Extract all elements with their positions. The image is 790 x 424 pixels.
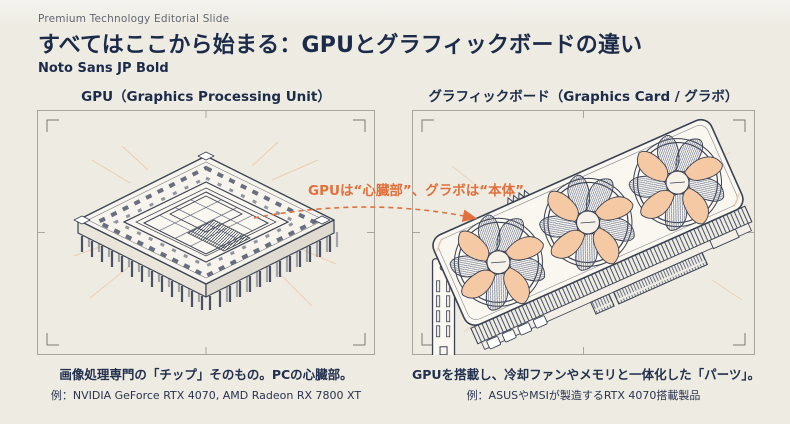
panel-graphics-board-heading: グラフィックボード（Graphics Card / グラボ） (428, 89, 739, 105)
pcie-connector (589, 228, 740, 315)
panel-gpu-example: 例：NVIDIA GeForce RTX 4070, AMD Radeon RX… (50, 389, 362, 402)
chip-pins (80, 232, 339, 310)
gpu-chip-illustration (37, 110, 375, 355)
panel-gpu-heading: GPU（Graphics Processing Unit） (81, 89, 331, 105)
panel-graphics-board-example: 例：ASUSやMSIが製造するRTX 4070搭載製品 (466, 389, 701, 402)
shroud-sawtooth (507, 189, 530, 205)
graphics-card-illustration (412, 110, 755, 355)
eyebrow-text: Premium Technology Editorial Slide (38, 13, 230, 25)
peach-radiating-lines (73, 141, 337, 307)
panel-gpu-stage (37, 110, 375, 355)
display-ports (486, 315, 548, 350)
panel-frame (37, 110, 375, 355)
page-title: すべてはここから始まる：GPUとグラフィックボードの違い (38, 33, 643, 58)
font-note: Noto Sans JP Bold (38, 61, 169, 76)
panel-graphics-board: グラフィックボード（Graphics Card / グラボ） (412, 85, 761, 403)
panel-gpu-caption: 画像処理専門の「チップ」そのもの。PCの心臓部。 (59, 367, 353, 382)
panel-graphics-board-caption: GPUを搭載し、冷却ファンやメモリと一体化した「パーツ」。 (412, 367, 761, 382)
panel-frame (412, 110, 755, 355)
panel-graphics-board-stage (412, 110, 755, 355)
panel-gpu: GPU（Graphics Processing Unit） (37, 85, 375, 403)
shroud-accents (436, 193, 740, 252)
